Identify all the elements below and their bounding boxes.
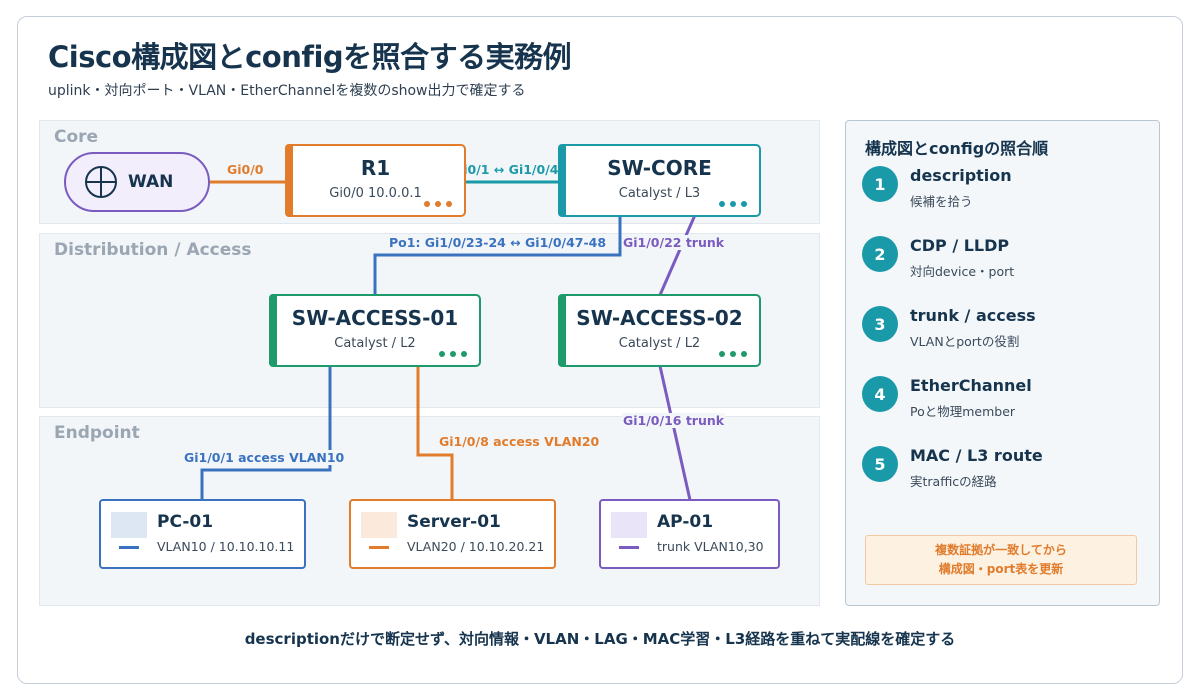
wan-label: WAN (128, 172, 174, 192)
device-sub: Catalyst / L2 (618, 336, 701, 351)
update-note: 複数証拠が一致してから 構成図・port表を更新 (865, 535, 1137, 585)
server-icon (361, 512, 397, 538)
device-accent-bar (558, 294, 566, 367)
step-item: 5 MAC / L3 route 実trafficの経路 (862, 446, 1152, 506)
step-item: 1 description 候補を拾う (862, 166, 1152, 226)
step-title: EtherChannel (910, 376, 1032, 395)
globe-icon (85, 166, 117, 198)
pc-icon (111, 512, 147, 538)
device-name: SW-ACCESS-02 (576, 306, 743, 330)
step-number: 2 (862, 236, 898, 272)
step-desc: 候補を拾う (910, 194, 973, 209)
page-title: Cisco構成図とconfigを照合する実務例 (48, 40, 572, 74)
step-number: 4 (862, 376, 898, 412)
device-sub: Catalyst / L2 (334, 336, 416, 351)
endpoint-name: AP-01 (657, 512, 714, 532)
device-accent-bar (558, 144, 566, 217)
link-label-acc02-ap: Gi1/0/16 trunk (622, 413, 726, 428)
zone-label-endpoint: Endpoint (54, 423, 140, 443)
endpoint-server-01[interactable]: Server-01 VLAN20 / 10.10.20.21 (349, 499, 556, 569)
device-sub: Catalyst / L3 (618, 186, 701, 201)
endpoint-ap-01[interactable]: AP-01 trunk VLAN10,30 (599, 499, 780, 569)
link-label-po1: Po1: Gi1/0/23-24 ↔ Gi1/0/47-48 (388, 235, 608, 250)
step-title: CDP / LLDP (910, 236, 1010, 255)
device-sw-access-01[interactable]: SW-ACCESS-01 Catalyst / L2 (269, 294, 481, 367)
step-desc: 実trafficの経路 (910, 474, 997, 489)
step-desc: Poと物理member (910, 404, 1016, 419)
page-subtitle: uplink・対向ポート・VLAN・EtherChannelを複数のshow出力… (48, 83, 526, 99)
link-color-swatch (119, 546, 139, 549)
link-label-core-acc02: Gi1/0/22 trunk (622, 235, 726, 250)
note-line-1: 複数証拠が一致してから (935, 543, 1067, 557)
check-order-panel: 構成図とconfigの照合順 1 description 候補を拾う 2 CDP… (845, 120, 1160, 606)
device-sw-core[interactable]: SW-CORE Catalyst / L3 (558, 144, 761, 217)
step-item: 3 trunk / access VLANとportの役割 (862, 306, 1152, 366)
device-r1[interactable]: R1 Gi0/0 10.0.0.1 (285, 144, 466, 217)
link-label-r1-core: Gi0/1 ↔ Gi1/0/48 (453, 162, 568, 177)
device-accent-bar (269, 294, 277, 367)
step-item: 2 CDP / LLDP 対向device・port (862, 236, 1152, 296)
endpoint-name: Server-01 (407, 512, 501, 532)
endpoint-sub: VLAN20 / 10.10.20.21 (407, 539, 545, 554)
footer-caption: descriptionだけで断定せず、対向情報・VLAN・LAG・MAC学習・L… (244, 630, 956, 648)
link-label-wan-r1: Gi0/0 (227, 162, 264, 177)
device-name: R1 (360, 156, 391, 180)
panel-title: 構成図とconfigの照合順 (865, 139, 1049, 158)
device-sw-access-02[interactable]: SW-ACCESS-02 Catalyst / L2 (558, 294, 761, 367)
link-label-acc01-pc: Gi1/0/1 access VLAN10 (183, 450, 346, 465)
more-dots-icon[interactable] (439, 351, 467, 357)
endpoint-sub: trunk VLAN10,30 (657, 539, 764, 554)
more-dots-icon[interactable] (719, 201, 747, 207)
step-item: 4 EtherChannel Poと物理member (862, 376, 1152, 436)
step-number: 5 (862, 446, 898, 482)
device-sub: Gi0/0 10.0.0.1 (329, 186, 422, 201)
step-desc: VLANとportの役割 (910, 334, 1020, 349)
step-desc: 対向device・port (910, 264, 1015, 279)
wan-cloud[interactable]: WAN (64, 152, 210, 212)
step-title: description (910, 166, 1012, 185)
link-color-swatch (369, 546, 389, 549)
step-number: 3 (862, 306, 898, 342)
endpoint-pc-01[interactable]: PC-01 VLAN10 / 10.10.10.11 (99, 499, 306, 569)
device-name: SW-ACCESS-01 (291, 306, 459, 330)
step-number: 1 (862, 166, 898, 202)
step-title: trunk / access (910, 306, 1036, 325)
link-label-acc01-server: Gi1/0/8 access VLAN20 (438, 434, 601, 449)
step-title: MAC / L3 route (910, 446, 1043, 465)
device-name: SW-CORE (607, 156, 712, 180)
zone-label-core: Core (54, 127, 99, 147)
more-dots-icon[interactable] (719, 351, 747, 357)
link-color-swatch (619, 546, 639, 549)
more-dots-icon[interactable] (424, 201, 452, 207)
endpoint-sub: VLAN10 / 10.10.10.11 (157, 539, 295, 554)
endpoint-name: PC-01 (157, 512, 214, 532)
zone-label-distribution: Distribution / Access (54, 240, 252, 260)
note-line-2: 構成図・port表を更新 (938, 562, 1064, 576)
access-point-icon (611, 512, 647, 538)
device-accent-bar (285, 144, 293, 217)
